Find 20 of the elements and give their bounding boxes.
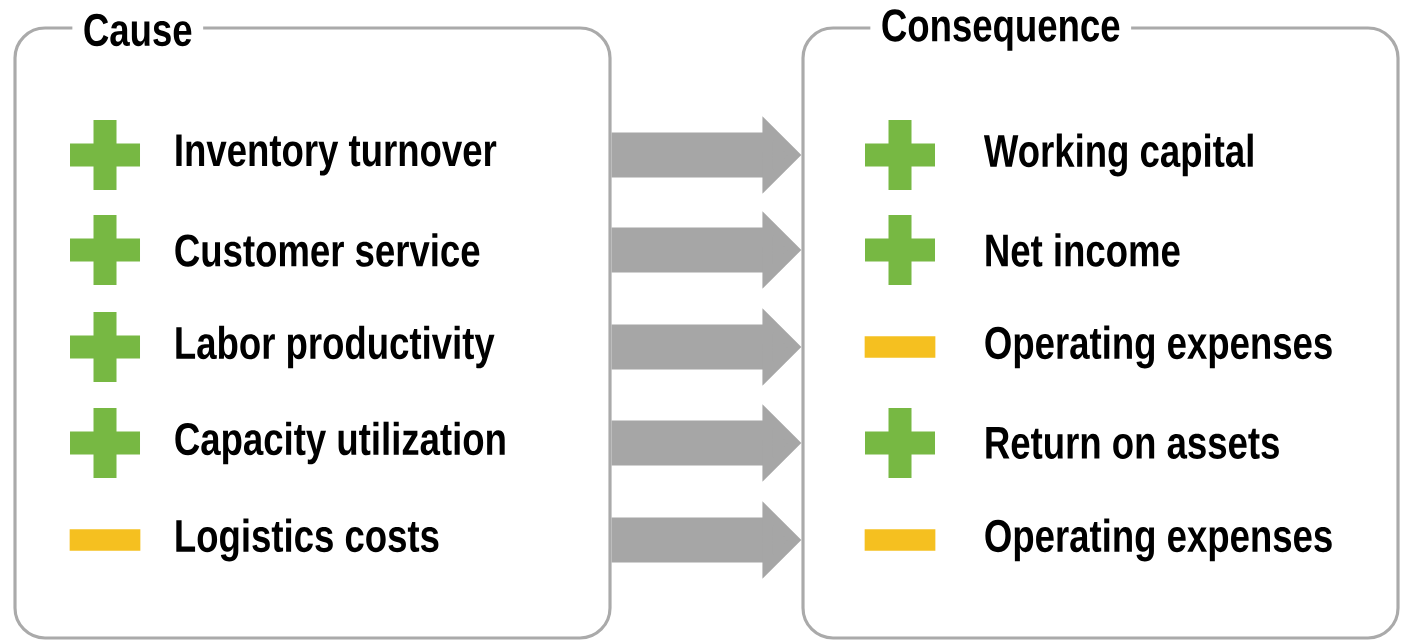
- plus-sign: [70, 408, 140, 478]
- item-label: Customer service: [175, 233, 480, 267]
- minus-sign: [69, 529, 141, 551]
- item-label: Inventory turnover: [176, 134, 497, 176]
- item-label: Working capital: [983, 133, 1253, 177]
- item-label: Logistics costs: [176, 518, 439, 562]
- item-label: Operating expenses: [985, 325, 1332, 369]
- item-label: Labor productivity: [176, 325, 495, 369]
- plus-sign: [865, 215, 935, 285]
- minus-sign: [864, 336, 936, 358]
- item-label: Net income: [986, 233, 1180, 267]
- plus-sign: [865, 408, 935, 478]
- plus-sign: [865, 120, 935, 190]
- plus-sign: [70, 312, 140, 382]
- item-label: Return on assets: [986, 427, 1279, 459]
- item-label: Capacity utilization: [175, 421, 505, 465]
- minus-sign: [864, 529, 936, 551]
- plus-sign: [70, 215, 140, 285]
- plus-sign: [70, 120, 140, 190]
- item-label: Operating expenses: [985, 518, 1332, 562]
